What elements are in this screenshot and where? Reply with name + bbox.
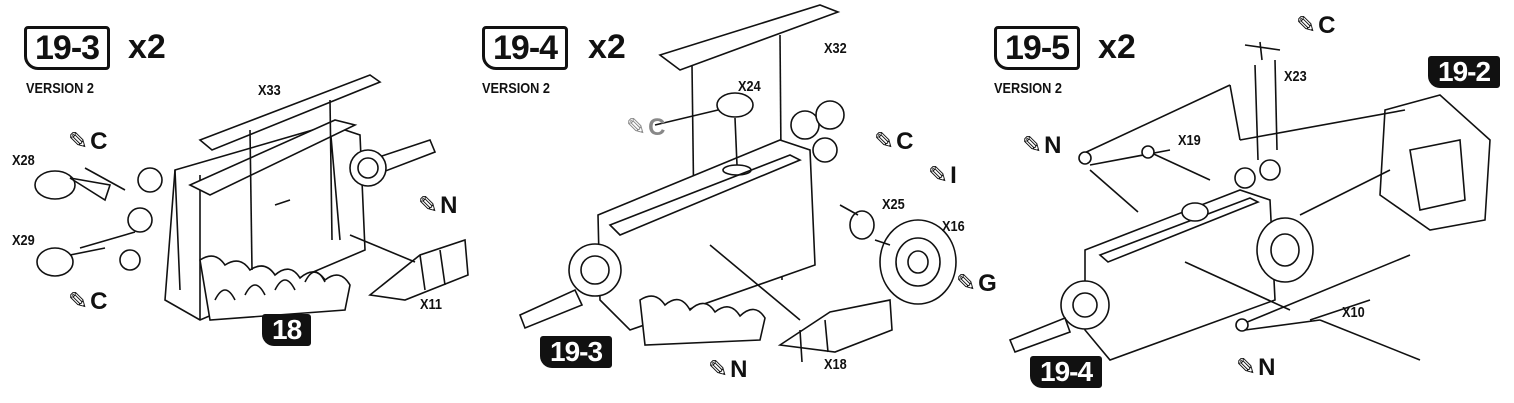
glue-tube-icon: ✎ bbox=[626, 114, 647, 141]
reference-step-badge: 19-2 bbox=[1428, 56, 1501, 88]
glue-tube-icon: ✎ bbox=[68, 288, 89, 315]
glue-callout-n: ✎N bbox=[708, 356, 748, 383]
glue-tube-icon: ✎ bbox=[928, 162, 949, 189]
glue-tube-icon: ✎ bbox=[68, 128, 89, 155]
part-label-x25: X25 bbox=[882, 196, 905, 213]
part-label-x10: X10 bbox=[1342, 304, 1365, 321]
quantity-multiplier: x2 bbox=[1098, 28, 1136, 66]
glue-tube-icon: ✎ bbox=[1296, 12, 1317, 39]
glue-callout-n: ✎N bbox=[1236, 354, 1276, 381]
part-label-x24: X24 bbox=[738, 78, 761, 95]
glue-tube-icon: ✎ bbox=[874, 128, 895, 155]
glue-tube-icon: ✎ bbox=[956, 270, 977, 297]
part-label-x29: X29 bbox=[12, 232, 35, 249]
quantity-multiplier: x2 bbox=[588, 28, 626, 66]
glue-callout-c: ✎C bbox=[68, 288, 108, 315]
part-label-x16: X16 bbox=[942, 218, 965, 235]
step-panel-19-5: 19-5 x2 VERSION 2 X23 X19 X10 ✎C ✎N ✎N 1… bbox=[990, 0, 1514, 403]
step-panel-19-3: 19-3 x2 VERSION 2 X33 X28 X29 X11 ✎C ✎C … bbox=[0, 0, 480, 403]
part-label-x33: X33 bbox=[258, 82, 281, 99]
glue-callout-c: ✎C bbox=[68, 128, 108, 155]
glue-callout-n: ✎N bbox=[1022, 132, 1062, 159]
reference-step-badge: 19-3 bbox=[540, 336, 613, 368]
part-label-x18: X18 bbox=[824, 356, 847, 373]
step-number-box: 19-3 bbox=[24, 26, 111, 70]
step-number-box: 19-4 bbox=[482, 26, 569, 70]
glue-tube-icon: ✎ bbox=[1236, 354, 1257, 381]
glue-tube-icon: ✎ bbox=[708, 356, 729, 383]
step-number-box: 19-5 bbox=[994, 26, 1081, 70]
quantity-multiplier: x2 bbox=[128, 28, 166, 66]
reference-step-badge: 18 bbox=[262, 314, 312, 346]
engine-diagram-19-3 bbox=[34, 74, 469, 321]
part-label-x23: X23 bbox=[1284, 68, 1307, 85]
part-label-x11: X11 bbox=[420, 296, 442, 313]
glue-callout-c: ✎C bbox=[626, 114, 666, 141]
reference-step-badge: 19-4 bbox=[1030, 356, 1103, 388]
part-label-x32: X32 bbox=[824, 40, 847, 57]
glue-callout-g: ✎G bbox=[956, 270, 997, 297]
version-label: VERSION 2 bbox=[994, 80, 1063, 97]
part-label-x19: X19 bbox=[1178, 132, 1201, 149]
engine-diagram-19-5 bbox=[1008, 41, 1491, 361]
engine-diagram-19-4 bbox=[518, 4, 957, 363]
glue-callout-c: ✎C bbox=[874, 128, 914, 155]
glue-callout-n: ✎N bbox=[418, 192, 458, 219]
version-label: VERSION 2 bbox=[26, 80, 95, 97]
part-label-x28: X28 bbox=[12, 152, 35, 169]
glue-callout-c: ✎C bbox=[1296, 12, 1336, 39]
step-panel-19-4: 19-4 x2 VERSION 2 X32 X24 X25 X16 X18 ✎C… bbox=[480, 0, 997, 403]
glue-callout-i: ✎I bbox=[928, 162, 957, 189]
glue-tube-icon: ✎ bbox=[418, 192, 439, 219]
glue-tube-icon: ✎ bbox=[1022, 132, 1043, 159]
version-label: VERSION 2 bbox=[482, 80, 551, 97]
